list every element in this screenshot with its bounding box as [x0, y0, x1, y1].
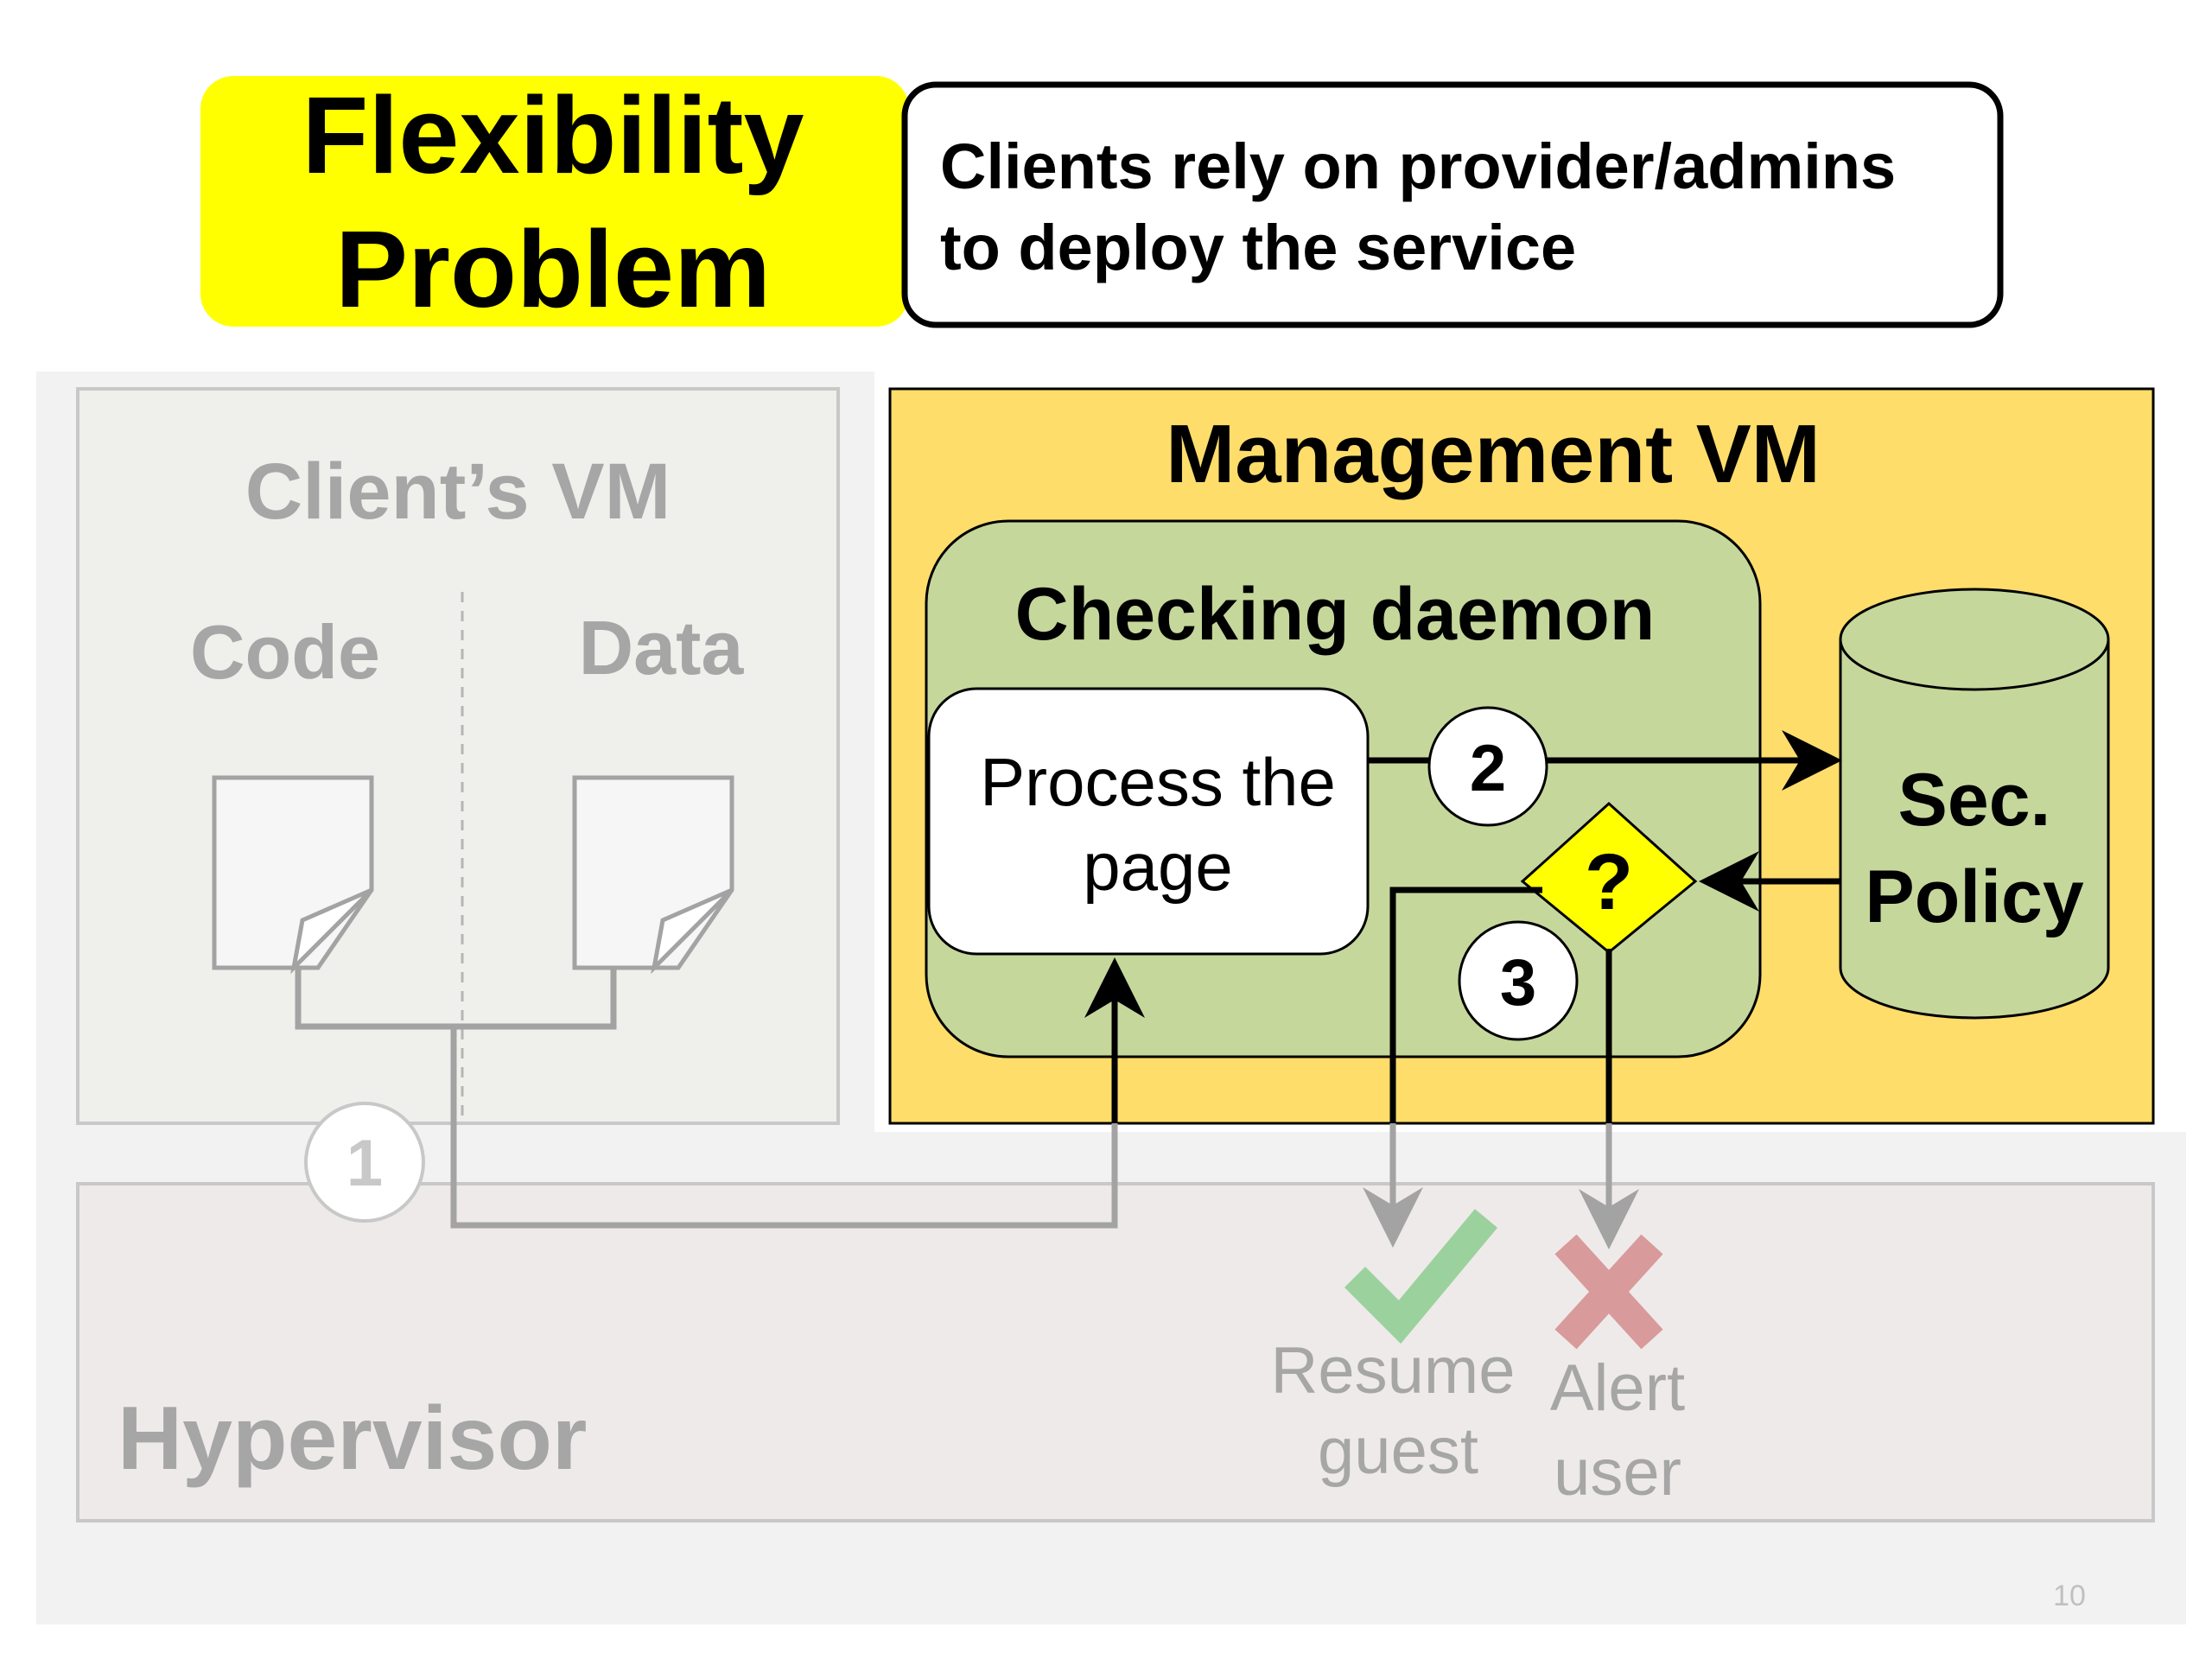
clients-vm: Client’s VM Code Data — [76, 387, 840, 1125]
hypervisor-box — [76, 1182, 2155, 1522]
process-page-line1: Process the — [980, 744, 1336, 820]
checking-daemon-title: Checking daemon — [1015, 573, 1656, 656]
step-3-label: 3 — [1500, 946, 1536, 1020]
flexibility-title-line1: Flexibility — [302, 74, 804, 196]
flexibility-problem-box — [200, 76, 909, 327]
clients-vm-title: Client’s VM — [245, 448, 671, 536]
step-1-label: 1 — [346, 1127, 383, 1200]
flexibility-title-line2: Problem — [335, 208, 771, 330]
note-line1: Clients rely on provider/admins — [940, 130, 1896, 202]
management-vm: Management VM Checking daemon Process th… — [888, 387, 2155, 1125]
banner: Flexibility Problem Clients rely on prov… — [200, 74, 2004, 330]
management-vm-title: Management VM — [1166, 408, 1820, 500]
code-label: Code — [190, 609, 380, 695]
alert-label-line2: user — [1554, 1436, 1681, 1510]
data-page-icon — [572, 775, 734, 975]
policy-line2: Policy — [1865, 855, 2084, 938]
cross-icon — [1554, 1234, 1663, 1350]
clients-vm-box — [76, 387, 840, 1125]
alert-label-line1: Alert — [1550, 1351, 1685, 1425]
step-3-marker: 3 — [1458, 920, 1579, 1041]
hypervisor-title: Hypervisor — [118, 1389, 587, 1489]
note-line2: to deploy the service — [940, 212, 1576, 283]
process-page-line2: page — [1083, 829, 1233, 905]
resume-label-line1: Resume — [1271, 1334, 1516, 1408]
data-label: Data — [579, 605, 745, 690]
step-2-marker: 2 — [1427, 706, 1548, 827]
check-icon — [1344, 1209, 1498, 1344]
code-page-icon — [212, 775, 374, 975]
hypervisor: Hypervisor — [76, 1182, 2155, 1522]
decision-symbol: ? — [1585, 838, 1633, 926]
step-2-label: 2 — [1470, 732, 1506, 805]
process-page-box — [927, 687, 1370, 956]
hypervisor-path-overlay — [450, 1123, 1118, 1229]
decision-to-resume-line — [1389, 887, 1542, 1123]
security-policy-database: Sec. Policy — [1839, 588, 2110, 1020]
policy-line1: Sec. — [1898, 759, 2051, 842]
slide-number: 10 — [2053, 1580, 2086, 1612]
note-box — [901, 81, 2004, 328]
step-1-marker: 1 — [304, 1102, 425, 1223]
resume-label-line2: guest — [1318, 1414, 1478, 1488]
